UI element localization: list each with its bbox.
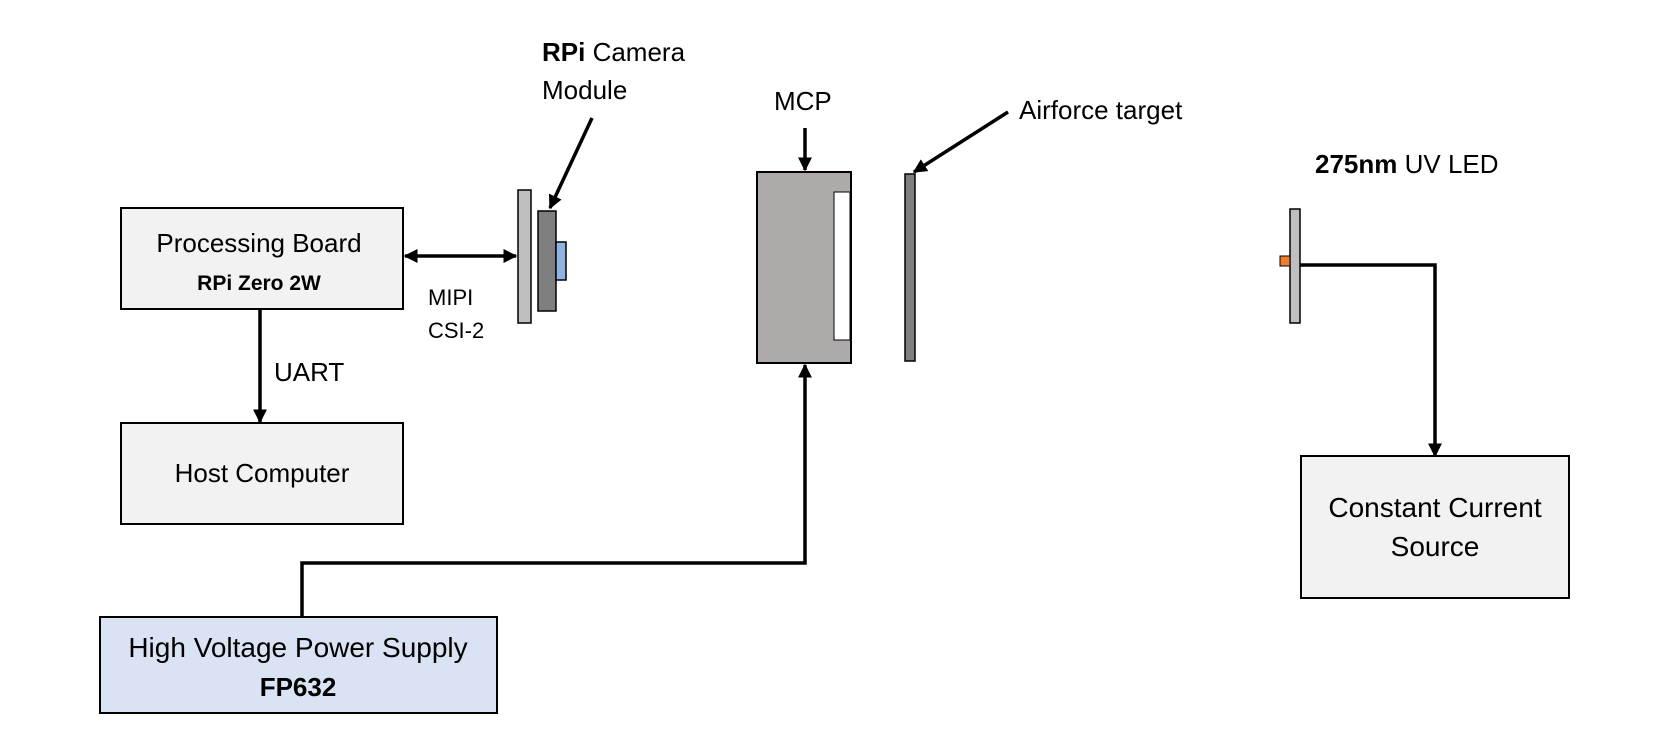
csi-label: CSI-2 <box>428 318 484 343</box>
uv-led-label: 275nm UV LED <box>1315 149 1499 179</box>
constant-current-source-label: Source <box>1391 531 1480 562</box>
processing-board-label: Processing Board <box>156 228 361 258</box>
uart-label: UART <box>274 357 344 387</box>
led-current-wire <box>1300 263 1442 458</box>
hv-supply-label: High Voltage Power Supply <box>128 632 467 663</box>
camera-label: RPi Camera <box>542 37 686 67</box>
constant-current-source-box: Constant Current Source <box>1300 455 1570 599</box>
hv-supply-model-label: FP632 <box>260 672 337 702</box>
host-computer-label: Host Computer <box>175 458 350 488</box>
camera-pointer-arrow <box>548 117 594 210</box>
camera-module-label: Module <box>542 75 627 105</box>
processing-board-box: Processing Board RPi Zero 2W <box>120 207 404 310</box>
mipi-label: MIPI <box>428 285 473 310</box>
hv-wire <box>300 363 812 617</box>
airforce-target-plate <box>904 173 916 362</box>
airforce-target-label: Airforce target <box>1019 95 1183 125</box>
host-computer-box: Host Computer <box>120 422 404 525</box>
camera-module <box>517 189 567 324</box>
mcp-label: MCP <box>774 86 832 116</box>
uv-led <box>1279 208 1301 324</box>
airforce-pointer-arrow <box>912 110 1009 174</box>
hv-power-supply-box: High Voltage Power Supply FP632 <box>99 616 498 714</box>
mcp-block <box>756 171 852 364</box>
constant-current-label: Constant Current <box>1328 492 1541 523</box>
processing-board-model-label: RPi Zero 2W <box>197 272 321 295</box>
